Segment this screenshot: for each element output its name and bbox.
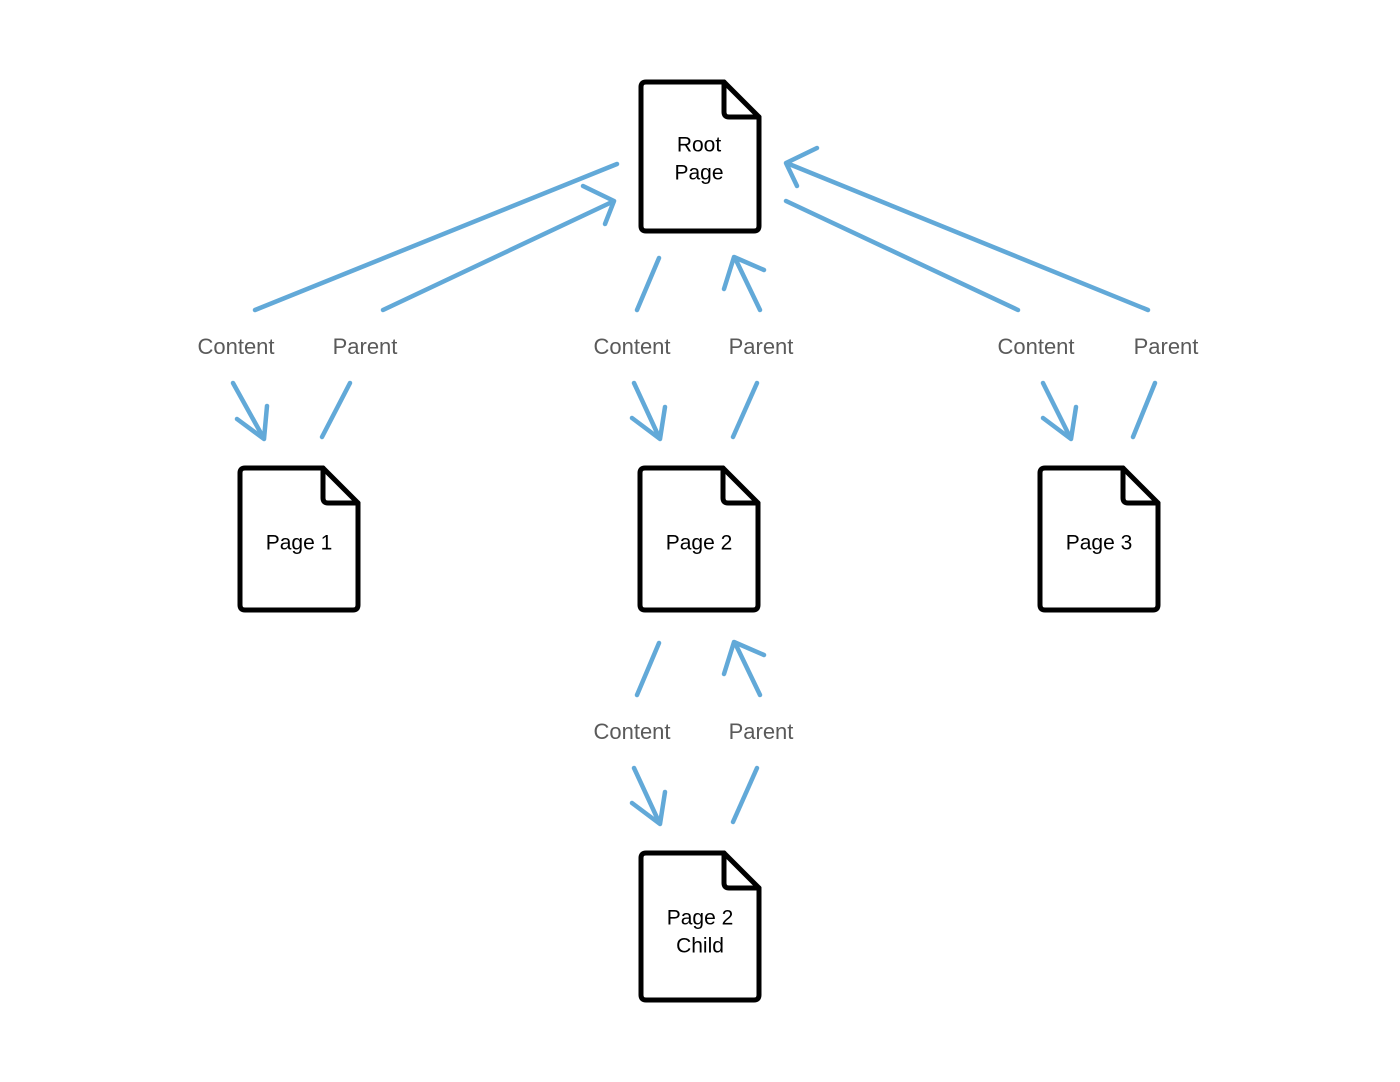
node-root-page-label-line1: Root [677, 134, 722, 157]
document-icon [637, 465, 761, 613]
edge-label-parent-page2: Parent [729, 334, 794, 359]
edge-label-content-page2: Content [593, 334, 670, 359]
node-page-1[interactable]: Page 1 [237, 465, 361, 613]
document-icon [638, 850, 762, 1003]
node-root-page[interactable]: Root Page [638, 79, 762, 234]
node-page-1-label: Page 1 [266, 532, 333, 555]
edge-label-parent-page1: Parent [333, 334, 398, 359]
edge-child-parent-page2[interactable] [721, 639, 767, 825]
edge-page2-parent-root[interactable] [721, 254, 767, 440]
node-page-2-child-label-line2: Child [676, 935, 724, 958]
edge-root-content-page1[interactable] [230, 161, 620, 442]
edge-label-content-page2child: Content [593, 719, 670, 744]
edge-label-parent-page3: Parent [1134, 334, 1199, 359]
document-icon [1037, 465, 1161, 613]
node-root-page-label-line2: Page [674, 162, 723, 185]
edge-root-content-page2[interactable] [629, 255, 668, 442]
edge-label-content-page3: Content [997, 334, 1074, 359]
edge-root-content-page3[interactable] [783, 198, 1079, 442]
edge-page2-content-child[interactable] [629, 640, 668, 827]
node-page-2-child-label-line1: Page 2 [667, 907, 734, 930]
document-icon [237, 465, 361, 613]
node-page-3-label: Page 3 [1066, 532, 1133, 555]
node-page-2-child[interactable]: Page 2 Child [638, 850, 762, 1003]
node-page-3[interactable]: Page 3 [1037, 465, 1161, 613]
edge-label-content-page1: Content [197, 334, 274, 359]
edge-page1-parent-root[interactable] [319, 183, 617, 440]
node-page-2[interactable]: Page 2 [637, 465, 761, 613]
edge-page3-parent-root[interactable] [783, 145, 1158, 440]
node-page-2-label: Page 2 [666, 532, 733, 555]
document-icon [638, 79, 762, 234]
edge-label-parent-page2child: Parent [729, 719, 794, 744]
